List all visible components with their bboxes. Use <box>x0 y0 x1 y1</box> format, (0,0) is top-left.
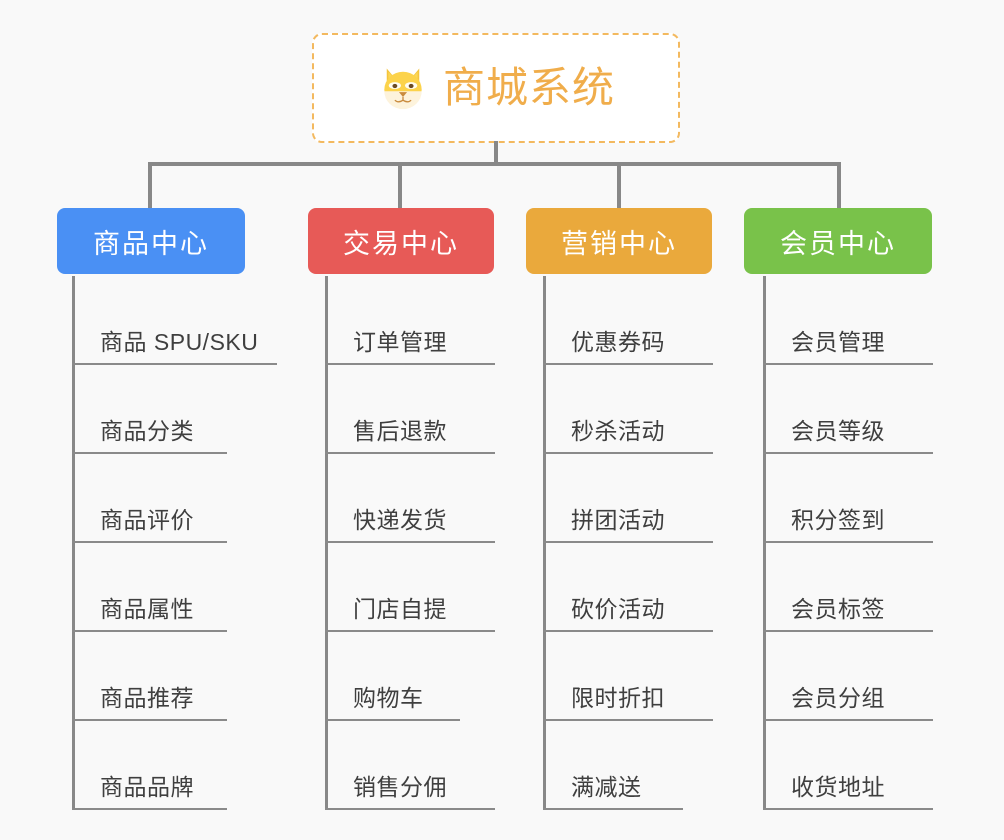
leaf-item[interactable]: 购物车 <box>325 632 460 721</box>
leaf-item-label: 秒杀活动 <box>571 418 665 444</box>
branch-drop-line-3 <box>617 162 621 208</box>
branch-label: 会员中心 <box>780 228 896 259</box>
leaf-item-label: 商品品牌 <box>100 774 194 800</box>
leaf-item-label: 售后退款 <box>353 418 447 444</box>
branch-bus-line <box>150 162 839 166</box>
leaf-item-label: 积分签到 <box>791 507 885 533</box>
leaf-item[interactable]: 商品推荐 <box>72 632 227 721</box>
root-node[interactable]: 商城系统 <box>312 33 680 143</box>
leaf-item[interactable]: 商品品牌 <box>72 721 227 810</box>
branch-drop-line-1 <box>148 162 152 208</box>
leaf-spine <box>72 276 75 810</box>
leaf-item[interactable]: 会员标签 <box>763 543 933 632</box>
leaf-item-label: 优惠券码 <box>571 329 665 355</box>
leaf-item-label: 拼团活动 <box>571 507 665 533</box>
branch-label: 交易中心 <box>343 228 459 259</box>
leaf-item-label: 商品 SPU/SKU <box>100 329 259 355</box>
leaf-item-label: 商品评价 <box>100 507 194 533</box>
leaf-item-label: 快递发货 <box>353 507 447 533</box>
leaf-item-label: 订单管理 <box>353 329 447 355</box>
leaf-item-label: 商品属性 <box>100 596 194 622</box>
leaf-item[interactable]: 会员分组 <box>763 632 933 721</box>
leaf-item[interactable]: 会员管理 <box>763 276 933 365</box>
branch-drop-line-2 <box>398 162 402 208</box>
branch-label: 营销中心 <box>561 228 677 259</box>
leaf-item[interactable]: 商品 SPU/SKU <box>72 276 277 365</box>
leaf-item-label: 商品分类 <box>100 418 194 444</box>
leaf-item[interactable]: 会员等级 <box>763 365 933 454</box>
leaf-item[interactable]: 砍价活动 <box>543 543 713 632</box>
leaf-item[interactable]: 收货地址 <box>763 721 933 810</box>
leaf-item[interactable]: 优惠券码 <box>543 276 713 365</box>
leaf-item[interactable]: 订单管理 <box>325 276 495 365</box>
branch-label: 商品中心 <box>93 228 209 259</box>
leaf-item[interactable]: 售后退款 <box>325 365 495 454</box>
leaf-item[interactable]: 销售分佣 <box>325 721 495 810</box>
leaf-item[interactable]: 门店自提 <box>325 543 495 632</box>
leaf-item-label: 限时折扣 <box>571 685 665 711</box>
leaf-item[interactable]: 商品属性 <box>72 543 227 632</box>
leaf-spine <box>763 276 766 810</box>
leaf-item-label: 商品推荐 <box>100 685 194 711</box>
dog-face-icon <box>377 62 429 114</box>
branch-drop-line-4 <box>837 162 841 208</box>
leaf-item-label: 购物车 <box>353 685 424 711</box>
leaf-item-label: 砍价活动 <box>571 596 665 622</box>
leaf-item[interactable]: 满减送 <box>543 721 683 810</box>
leaf-item-label: 销售分佣 <box>353 774 447 800</box>
leaf-item[interactable]: 商品分类 <box>72 365 227 454</box>
leaf-item-label: 会员分组 <box>791 685 885 711</box>
leaf-item-label: 会员标签 <box>791 596 885 622</box>
leaf-spine <box>325 276 328 810</box>
leaf-item[interactable]: 拼团活动 <box>543 454 713 543</box>
branch-node-3[interactable]: 营销中心 <box>526 208 712 274</box>
leaf-item-label: 收货地址 <box>791 774 885 800</box>
leaf-item-label: 会员等级 <box>791 418 885 444</box>
leaf-item[interactable]: 快递发货 <box>325 454 495 543</box>
leaf-item-label: 门店自提 <box>353 596 447 622</box>
leaf-item[interactable]: 限时折扣 <box>543 632 713 721</box>
branch-node-2[interactable]: 交易中心 <box>308 208 494 274</box>
branch-node-1[interactable]: 商品中心 <box>57 208 245 274</box>
leaf-item[interactable]: 秒杀活动 <box>543 365 713 454</box>
root-title: 商城系统 <box>442 64 615 111</box>
leaf-item-label: 满减送 <box>571 774 642 800</box>
leaf-item-label: 会员管理 <box>791 329 885 355</box>
leaf-item[interactable]: 积分签到 <box>763 454 933 543</box>
leaf-spine <box>543 276 546 810</box>
root-stem-line <box>494 141 498 166</box>
leaf-item[interactable]: 商品评价 <box>72 454 227 543</box>
branch-node-4[interactable]: 会员中心 <box>744 208 932 274</box>
